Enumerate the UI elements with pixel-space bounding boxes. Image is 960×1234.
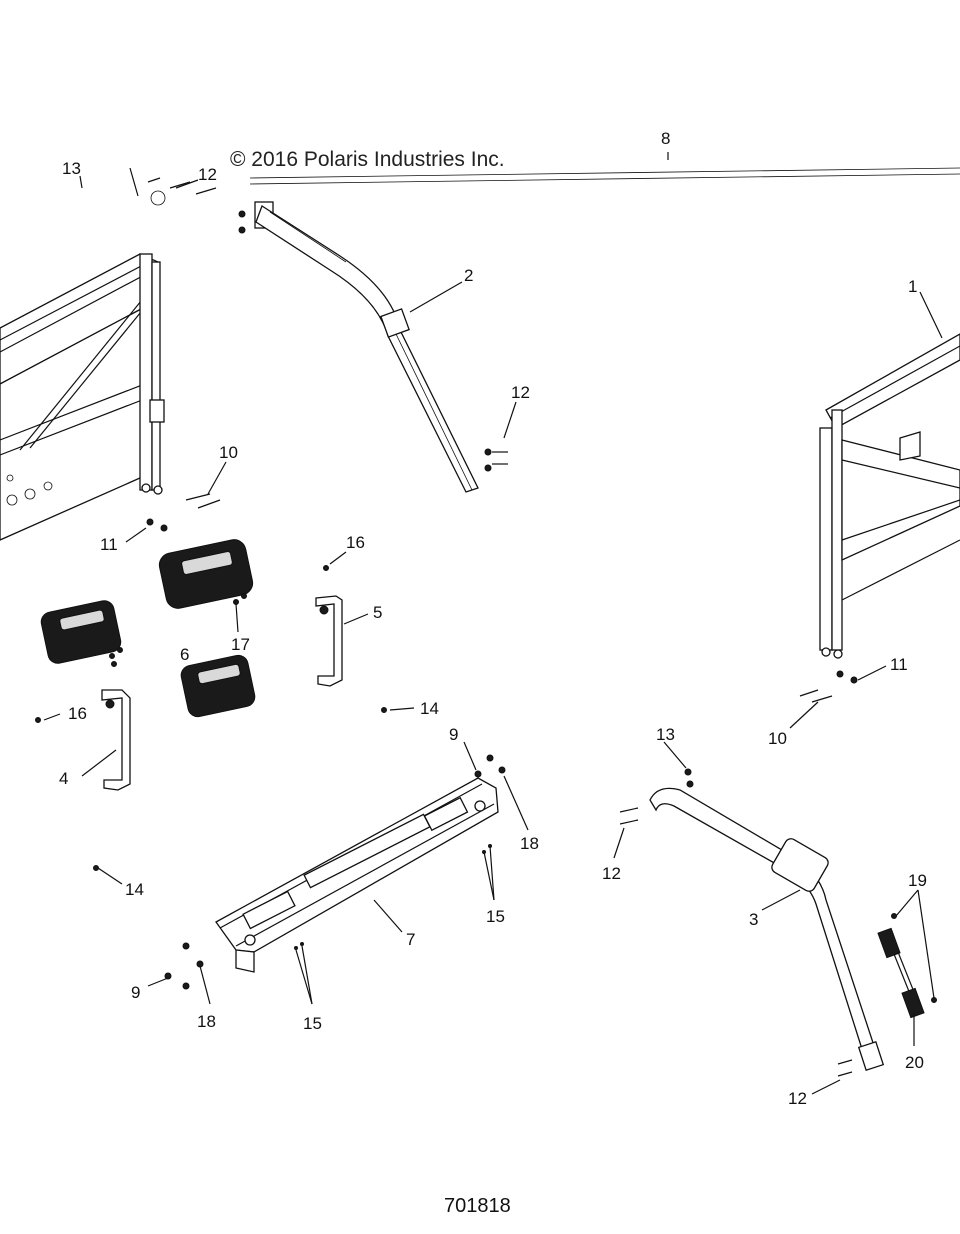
callout-15: 15	[303, 1014, 322, 1033]
callout-12: 12	[198, 165, 217, 184]
callout-10: 10	[219, 443, 238, 462]
callout-12: 12	[511, 383, 530, 402]
panel-fasteners	[164, 754, 506, 990]
callout-18: 18	[197, 1012, 216, 1031]
callout-14: 14	[125, 880, 144, 899]
grab-handle-pad-left	[40, 600, 122, 664]
callout-14: 14	[420, 699, 439, 718]
callout-10: 10	[768, 729, 787, 748]
callout-1: 1	[908, 277, 917, 296]
callout-labels: 8 13 12 2 1 12 10 11 16 6 17 5 16 4 14 1…	[59, 129, 927, 1108]
callout-20: 20	[905, 1053, 924, 1072]
copyright-watermark: © 2016 Polaris Industries Inc.	[230, 148, 505, 171]
callout-12: 12	[602, 864, 621, 883]
callout-13: 13	[656, 725, 675, 744]
callout-16: 16	[346, 533, 365, 552]
roll-bar-bolts-upper	[129, 167, 246, 234]
callout-2: 2	[464, 266, 473, 285]
document-number: 701818	[444, 1195, 511, 1217]
grab-handle-pad-lower	[180, 654, 256, 718]
frame-bolts-right	[799, 670, 858, 703]
callout-8: 8	[661, 129, 670, 148]
left-cab-frame	[0, 253, 165, 541]
handle-bracket-5	[315, 595, 343, 687]
callout-4: 4	[59, 769, 68, 788]
callout-6: 6	[180, 645, 189, 664]
callout-11: 11	[890, 655, 908, 674]
grab-handle-pad-upper	[158, 539, 254, 609]
side-bar-bolts	[619, 768, 853, 1077]
callout-18: 18	[520, 834, 539, 853]
callout-19: 19	[908, 871, 927, 890]
callout-16: 16	[68, 704, 87, 723]
callout-13: 13	[62, 159, 81, 178]
frame-bolts-left	[146, 493, 221, 532]
callout-17: 17	[231, 635, 250, 654]
rear-panel	[215, 777, 499, 973]
leader-lines	[43, 152, 943, 1095]
callout-11: 11	[100, 535, 118, 554]
right-cab-frame	[819, 333, 960, 659]
roll-bar-bolts-lower	[484, 448, 508, 472]
callout-3: 3	[749, 910, 758, 929]
roof-rail	[249, 167, 960, 229]
callout-15: 15	[486, 907, 505, 926]
callout-9: 9	[449, 725, 458, 744]
callout-9: 9	[131, 983, 140, 1002]
rear-roll-bar	[255, 205, 479, 493]
side-roll-bar	[649, 787, 885, 1072]
callout-5: 5	[373, 603, 382, 622]
gas-strut	[877, 913, 937, 1019]
callout-7: 7	[406, 930, 415, 949]
handle-bracket-4	[101, 689, 131, 791]
callout-12: 12	[788, 1089, 807, 1108]
small-screws	[35, 565, 387, 871]
